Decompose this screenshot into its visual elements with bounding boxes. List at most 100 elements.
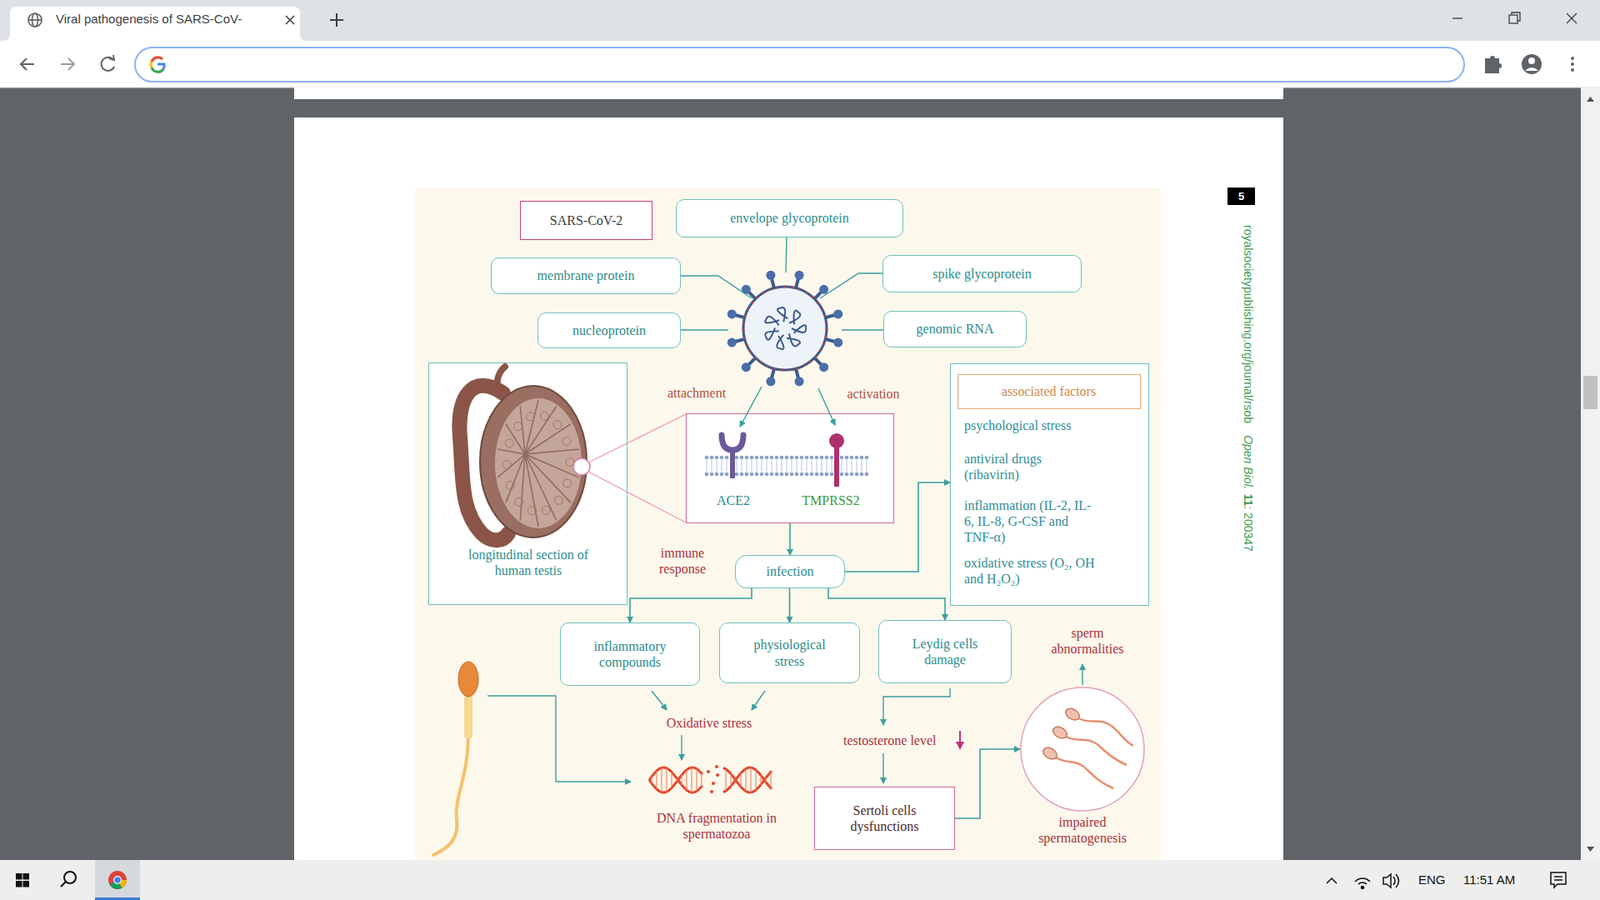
spike-proteins	[833, 338, 843, 348]
testis-illustration	[459, 366, 590, 540]
browser-chrome	[0, 0, 1600, 88]
dna-helix	[723, 767, 772, 792]
process-box: membrane protein	[490, 257, 681, 295]
testis-lobules	[525, 424, 571, 455]
dna-helix	[665, 768, 667, 792]
profile-icon	[1521, 54, 1542, 75]
node-text: spike glycoprotein	[932, 265, 1032, 282]
sperm-illustration	[433, 661, 479, 855]
testis-lobules	[554, 495, 563, 505]
ace2-receptor	[730, 450, 735, 479]
circle-outline	[1020, 686, 1145, 812]
cell-membrane	[801, 460, 803, 472]
speaker-icon	[1393, 876, 1395, 885]
cell-membrane	[866, 460, 868, 472]
menu-dots	[1570, 62, 1575, 66]
cell-membrane	[756, 460, 758, 472]
testis-lobules	[525, 406, 557, 455]
cell-membrane	[800, 472, 805, 477]
testis-lobules	[541, 505, 550, 515]
dna-helix	[723, 767, 772, 792]
node-text: membrane protein	[537, 267, 635, 284]
nav-buttons	[68, 58, 75, 70]
cell-membrane	[760, 472, 765, 477]
process-box: envelope glycoprotein	[675, 199, 904, 238]
cell-membrane	[865, 455, 870, 460]
node-text: longitudinal section of human testis	[461, 546, 595, 579]
cell-membrane	[705, 472, 710, 477]
node-text: inflammatory compounds	[580, 638, 680, 670]
step-label: activation	[831, 385, 915, 402]
cell-membrane	[790, 472, 795, 477]
viral-rna	[765, 316, 780, 326]
window-controls	[1511, 12, 1520, 21]
testis-lobules	[505, 480, 515, 490]
node-text: Sertoli cells dysfunctions	[836, 802, 933, 835]
cell-membrane	[726, 460, 728, 472]
chrome-icon	[114, 876, 121, 884]
spike-proteins	[727, 270, 844, 387]
testis-lobules	[562, 437, 571, 446]
node-text: physiological stress	[744, 636, 836, 669]
viral-rna	[765, 307, 806, 350]
membrane-box-ground	[685, 413, 895, 524]
previous-page	[294, 87, 1284, 100]
wifi-icon	[1355, 878, 1370, 882]
tab-close	[285, 15, 295, 25]
cell-membrane	[856, 460, 858, 472]
google-icon	[151, 57, 163, 62]
spike-proteins	[765, 270, 775, 280]
cell-membrane	[740, 455, 745, 460]
spike-proteins	[819, 362, 829, 372]
scrollbar	[1583, 375, 1598, 410]
flow-arrow	[789, 588, 791, 623]
flow-arrow	[789, 523, 791, 555]
dna-helix	[670, 771, 672, 788]
chrome-icon	[113, 875, 122, 885]
cell-membrane	[860, 455, 865, 460]
abnormal-sperm	[1055, 757, 1114, 789]
node-text: psychological stress	[964, 417, 1131, 434]
virus-illustration	[743, 286, 827, 370]
testis-lobules	[525, 454, 580, 478]
cell-membrane	[810, 472, 815, 477]
globe-icon	[28, 13, 42, 27]
window-controls	[1566, 13, 1577, 24]
scrollbar	[1586, 846, 1595, 852]
tab-title: Viral pathogenesis of SARS-CoV-	[55, 11, 242, 27]
wifi-icon	[1361, 886, 1365, 890]
process-box: inflammatory compounds	[560, 622, 700, 686]
process-box: SARS-CoV-2	[520, 200, 653, 240]
cell-membrane	[850, 455, 855, 460]
testis-lobules	[497, 449, 525, 455]
cell-membrane	[825, 472, 830, 477]
scrollbar	[1586, 96, 1595, 102]
cell-membrane	[826, 460, 828, 472]
cell-membrane	[820, 472, 825, 477]
dna-helix	[710, 790, 714, 794]
cell-membrane	[830, 455, 835, 460]
abnormal-sperm	[1040, 705, 1134, 789]
cell-membrane	[710, 455, 715, 460]
leader-lines	[820, 273, 883, 299]
cell-membrane	[786, 460, 788, 472]
cell-membrane	[796, 460, 798, 472]
node-text: associated factors	[1001, 383, 1096, 400]
cell-membrane	[800, 455, 805, 460]
abnormal-sperm	[1063, 705, 1082, 722]
spike-proteins	[795, 376, 805, 386]
cell-membrane	[720, 455, 725, 460]
cell-membrane	[710, 472, 715, 477]
testis-lobules	[525, 454, 571, 503]
cell-membrane	[735, 455, 740, 460]
cell-membrane	[745, 455, 750, 460]
windows-logo	[15, 873, 23, 880]
cell-membrane	[760, 455, 765, 460]
testis-lobules	[497, 454, 525, 478]
new-tab	[335, 13, 338, 27]
cell-membrane	[725, 472, 730, 477]
testis-lobules	[515, 497, 524, 506]
cell-membrane	[845, 472, 850, 477]
dna-helix	[649, 767, 703, 793]
